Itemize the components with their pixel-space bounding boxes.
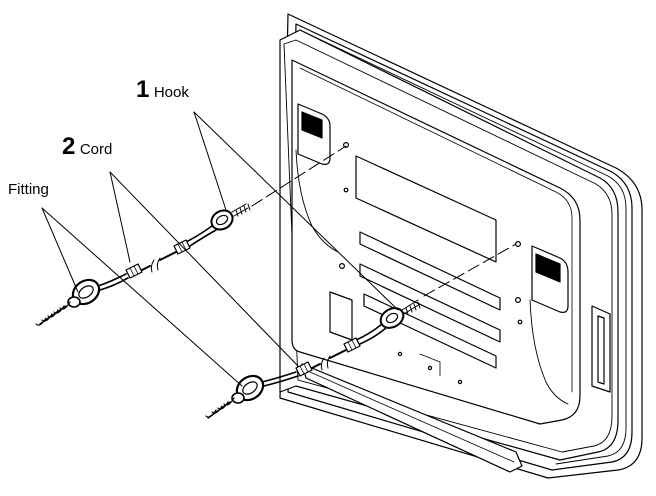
callout-leaders [41,111,399,387]
fitting-label: Fitting [8,181,49,198]
lower-cord [261,323,387,387]
hook-number: 1 [136,76,150,103]
display-panel [279,13,643,479]
upper-cord [97,225,217,291]
lower-fitting [205,374,265,419]
hook-guide-lines [251,145,517,297]
upper-hook [210,203,251,231]
fitting-callout: Fitting [8,182,49,198]
hook-label: Hook [153,84,189,101]
cord-callout: 2 Cord [62,135,112,159]
cord-number: 2 [62,133,76,160]
upper-fitting [35,278,101,326]
cord-label: Cord [79,141,113,158]
hook-callout: 1 Hook [136,78,189,102]
